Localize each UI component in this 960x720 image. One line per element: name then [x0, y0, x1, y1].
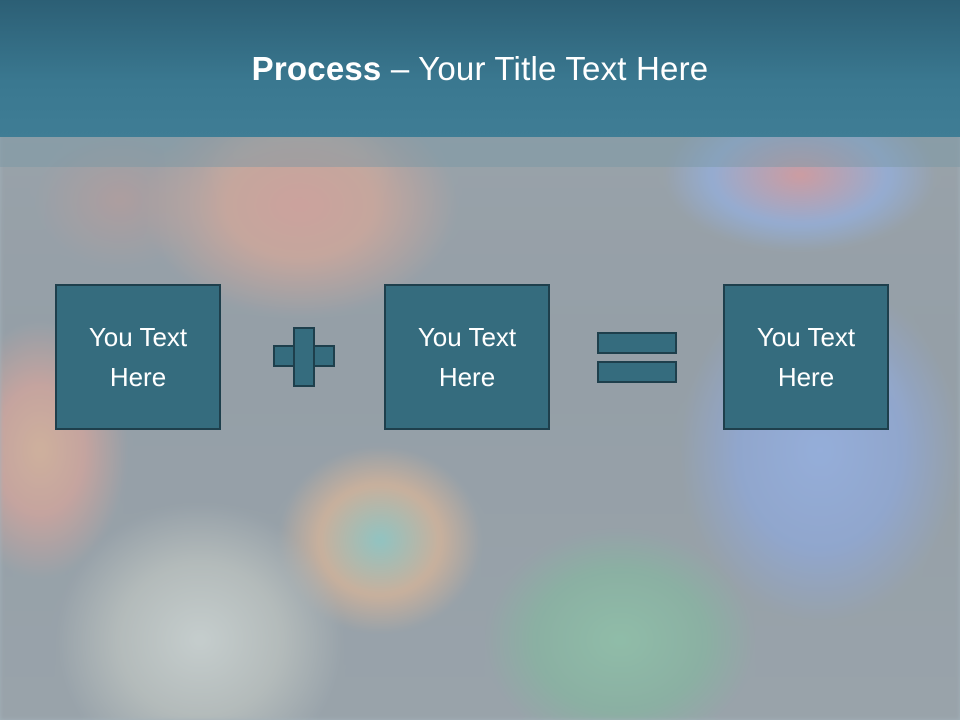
process-box-1: You Text Here — [55, 284, 221, 430]
process-box-3-text: You Text Here — [756, 322, 856, 392]
plus-center — [295, 347, 313, 365]
title-rest: – Your Title Text Here — [381, 49, 709, 87]
equals-top-bar — [597, 332, 677, 354]
process-box-3: You Text Here — [723, 284, 889, 430]
process-box-2: You Text Here — [384, 284, 550, 430]
title-bar: Process – Your Title Text Here — [0, 0, 960, 137]
process-box-1-text: You Text Here — [88, 322, 188, 392]
title-divider-strip — [0, 137, 960, 167]
title-bold: Process — [251, 49, 382, 87]
equals-bottom-bar — [597, 361, 677, 383]
slide-title: Process – Your Title Text Here — [252, 50, 709, 88]
process-box-2-text: You Text Here — [417, 322, 517, 392]
